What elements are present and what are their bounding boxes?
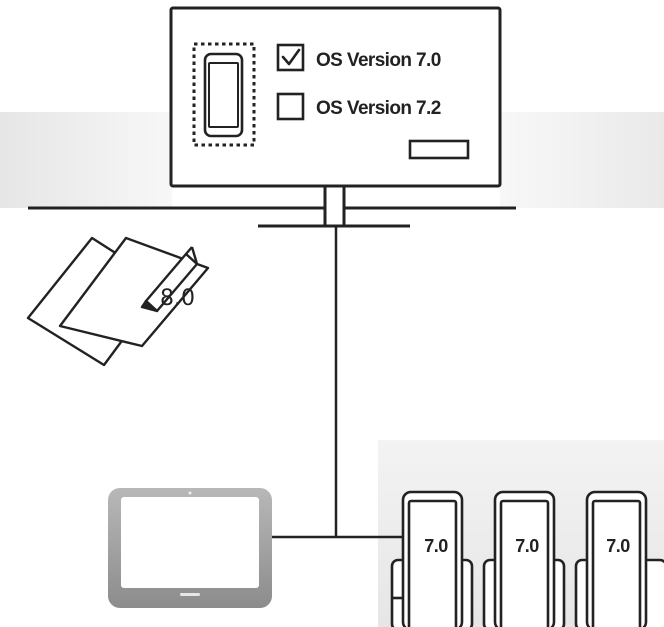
phone-2	[482, 490, 566, 627]
shade-band-left	[0, 112, 172, 208]
option-label-1: OS Version 7.0	[316, 50, 441, 71]
option-os-7-0[interactable]: OS Version 7.0	[276, 43, 441, 72]
checkbox-unchecked[interactable]	[276, 92, 305, 121]
confirm-button[interactable]	[408, 139, 470, 160]
option-os-7-2[interactable]: OS Version 7.2	[276, 92, 441, 121]
phone-3	[574, 490, 664, 627]
phone-1-version: 7.0	[424, 536, 448, 556]
selection-frame	[192, 42, 256, 147]
notepad-icon	[26, 236, 210, 367]
monitor: OS Version 7.0 OS Version 7.2	[169, 6, 502, 228]
phone-1	[390, 490, 474, 627]
phone-3-version: 7.0	[606, 536, 630, 556]
monitor-neck	[323, 184, 346, 228]
phone-group	[390, 490, 664, 627]
pen-icon	[140, 246, 199, 313]
phone-icon	[203, 52, 244, 138]
phone-2-version: 7.0	[515, 536, 539, 556]
tablet-icon	[108, 488, 272, 608]
notepad-version-label: 8.0	[160, 286, 195, 311]
option-label-2: OS Version 7.2	[316, 98, 441, 119]
shade-band-right	[500, 112, 664, 208]
checkmark-icon	[281, 48, 301, 66]
